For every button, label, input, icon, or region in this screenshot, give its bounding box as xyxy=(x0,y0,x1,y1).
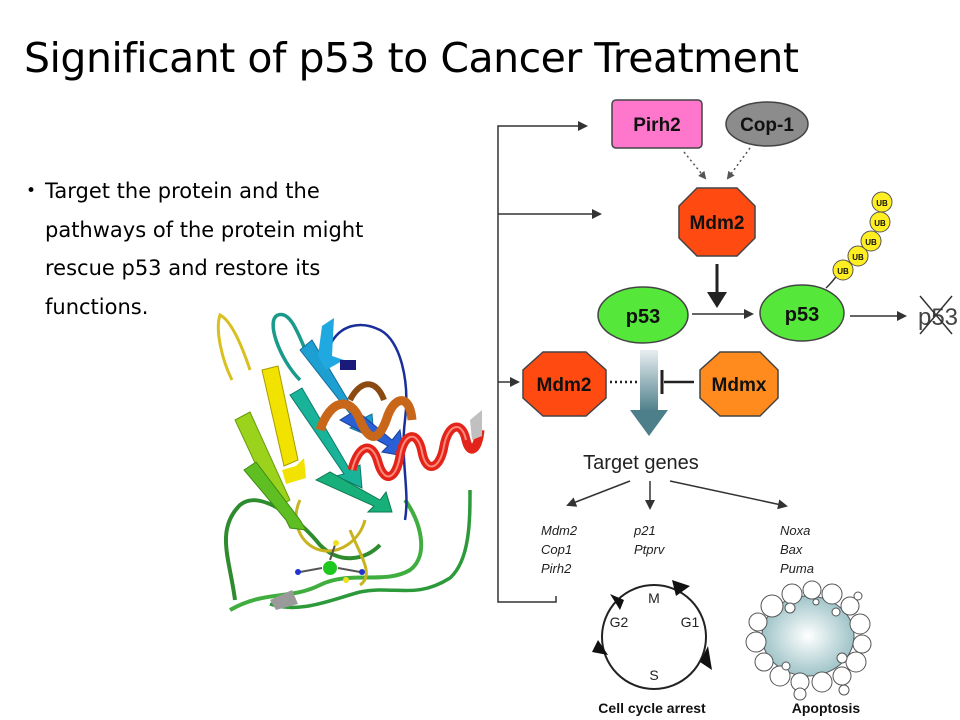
mdm2-node-bottom: Mdm2 xyxy=(522,351,607,417)
p53-node-right: p53 xyxy=(759,284,845,342)
ub-label: UB xyxy=(865,238,877,247)
pirh2-label: Pirh2 xyxy=(633,115,681,136)
gene-name: Cop1 xyxy=(541,542,572,557)
target-genes-label: Target genes xyxy=(583,452,699,474)
gene-name: p21 xyxy=(633,523,656,538)
p53-protein-ribbon-icon xyxy=(216,312,485,612)
p53-right-label: p53 xyxy=(785,304,819,326)
mdm2-top-label: Mdm2 xyxy=(690,213,745,234)
ub-label: UB xyxy=(874,219,886,228)
mdm2-node-top: Mdm2 xyxy=(678,187,756,257)
mdmx-node: Mdmx xyxy=(660,351,779,417)
cop1-label: Cop-1 xyxy=(740,115,794,136)
gene-name: Puma xyxy=(780,561,814,576)
p53-degraded: p53 xyxy=(918,295,958,335)
slide-title: Significant of p53 to Cancer Treatment xyxy=(24,34,799,82)
bullet-line: functions. xyxy=(45,294,149,319)
p53-left-label: p53 xyxy=(626,306,660,328)
apoptosis-caption: Apoptosis xyxy=(792,700,861,716)
bullet-line: pathways of the protein might xyxy=(45,217,364,242)
gene-name: Bax xyxy=(780,542,803,557)
p53-node-left: p53 xyxy=(597,286,689,344)
phase-g1: G1 xyxy=(681,614,700,630)
ubiquitin-chain: UB UB UB UB UB xyxy=(825,191,893,289)
gene-group-left: Mdm2 Cop1 Pirh2 xyxy=(541,523,578,576)
cell-cycle-caption: Cell cycle arrest xyxy=(598,700,706,716)
gene-group-middle: p21 Ptprv xyxy=(633,523,666,557)
bullet-dot-icon: • xyxy=(26,181,37,201)
gene-group-right: Noxa Bax Puma xyxy=(780,523,814,576)
gene-name: Noxa xyxy=(780,523,810,538)
target-genes-arrow xyxy=(630,350,668,436)
gene-name: Pirh2 xyxy=(541,561,572,576)
ub-label: UB xyxy=(876,199,888,208)
bullet-line: rescue p53 and restore its xyxy=(45,256,321,280)
cell-cycle-icon: M G1 S G2 xyxy=(592,580,712,690)
phase-m: M xyxy=(648,590,660,606)
bullet-item: • Target the protein and the pathways of… xyxy=(26,172,446,326)
gene-name: Ptprv xyxy=(634,542,666,557)
mdmx-label: Mdmx xyxy=(712,375,767,396)
gene-name: Mdm2 xyxy=(541,523,578,538)
bullet-line: Target the protein and the xyxy=(45,179,320,203)
ub-label: UB xyxy=(837,267,849,276)
feedback-bracket xyxy=(497,121,602,603)
ub-label: UB xyxy=(852,253,864,262)
cop1-node: Cop-1 xyxy=(725,101,809,147)
phase-s: S xyxy=(649,667,658,683)
mdm2-bottom-label: Mdm2 xyxy=(537,375,592,396)
phase-g2: G2 xyxy=(610,614,629,630)
apoptosis-cell-icon xyxy=(745,580,872,701)
pirh2-node: Pirh2 xyxy=(611,99,703,149)
bullet-list: • Target the protein and the pathways of… xyxy=(26,172,446,326)
